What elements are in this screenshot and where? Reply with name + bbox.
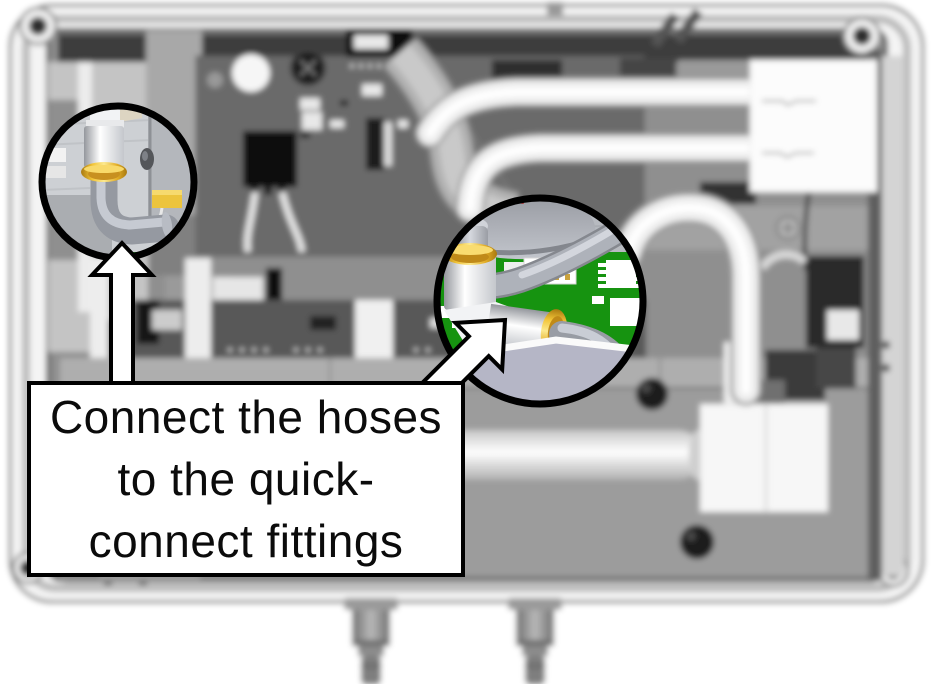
instruction-label: Connect the hoses to the quick- connect … [27, 381, 465, 577]
hose-barb-fitting-left [344, 598, 398, 684]
callout-ring-center [433, 194, 647, 408]
left-fitting-callout [38, 102, 198, 262]
hose-barb-fitting-right [508, 598, 562, 684]
instruction-label-line3: connect fittings [88, 515, 404, 567]
instruction-label-line1: Connect the hoses [49, 391, 443, 443]
instruction-label-line2: to the quick- [117, 453, 375, 505]
